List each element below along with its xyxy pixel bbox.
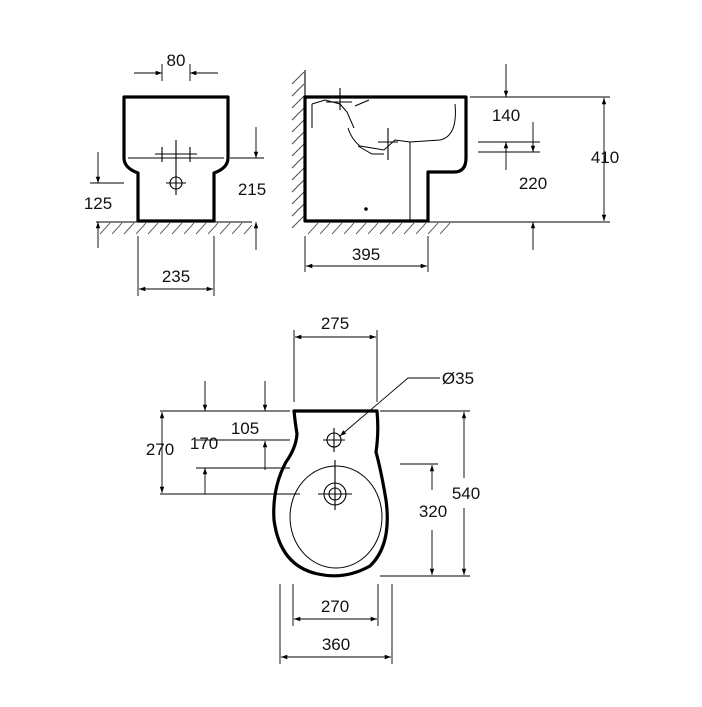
label-front-base-width: 235 (162, 267, 190, 286)
dimension-front-inlet-height: 125 (84, 152, 124, 248)
label-plan-total-length: 540 (452, 484, 480, 503)
side-floor (305, 221, 452, 235)
label-plan-bowl-width: 270 (321, 597, 349, 616)
label-plan-top-width: 275 (321, 314, 349, 333)
dimension-side-total-height: 410 (591, 98, 619, 221)
label-side-depth: 395 (352, 245, 380, 264)
dimension-front-base-height: 215 (230, 127, 266, 250)
label-front-top-width: 80 (167, 51, 186, 70)
label-plan-hole-diameter: Ø35 (442, 369, 474, 388)
front-tap-mark (155, 140, 197, 195)
label-plan-bowl-start: 270 (146, 440, 174, 459)
plan-tap-hole (323, 428, 345, 452)
front-view: 80 125 215 235 (84, 51, 266, 296)
side-tap-mark (326, 88, 398, 160)
dimension-front-base-width: 235 (137, 236, 215, 296)
plan-bowl (289, 465, 383, 569)
dimension-front-top-width: 80 (134, 51, 218, 81)
front-floor (96, 221, 253, 235)
dimension-side-outlet-offset: 140 (470, 64, 610, 170)
label-plan-tap-to-back: 105 (231, 419, 259, 438)
label-front-inlet-height: 125 (84, 194, 112, 213)
label-front-base-height: 215 (238, 180, 266, 199)
dimension-plan-total-length: 540 (452, 412, 480, 575)
label-side-outlet-height: 220 (519, 174, 547, 193)
dimension-side-outlet-height: 220 (452, 122, 610, 250)
dimension-plan-hole-diameter: Ø35 (339, 369, 474, 437)
label-side-outlet-offset: 140 (492, 106, 520, 125)
side-body-outline (303, 95, 468, 223)
dimension-plan-hole-depth: 170 (190, 381, 218, 494)
side-view: 140 220 410 395 (291, 64, 619, 272)
side-floor-fixing-dot (364, 207, 368, 211)
dimension-plan-total-width: 360 (279, 584, 393, 664)
plan-body-outline (272, 409, 389, 578)
label-plan-hole-depth: 170 (190, 434, 218, 453)
side-wall (291, 70, 306, 229)
label-plan-bowl-length: 320 (419, 502, 447, 521)
label-side-total-height: 410 (591, 148, 619, 167)
dimension-side-depth: 395 (304, 236, 429, 272)
front-inlet-symbol (166, 176, 186, 190)
plan-view: 275 Ø35 105 170 270 (146, 314, 480, 664)
plan-drain-hole (318, 460, 352, 510)
dimension-plan-bowl-start: 270 (146, 412, 174, 493)
dimension-plan-bowl-width: 270 (292, 584, 379, 626)
dimension-plan-bowl-length: 320 (419, 465, 447, 575)
front-body-outline (122, 95, 230, 223)
dimension-plan-top-width: 275 (293, 314, 378, 402)
label-plan-total-width: 360 (322, 635, 350, 654)
dimension-plan-tap-to-back: 105 (231, 381, 268, 470)
